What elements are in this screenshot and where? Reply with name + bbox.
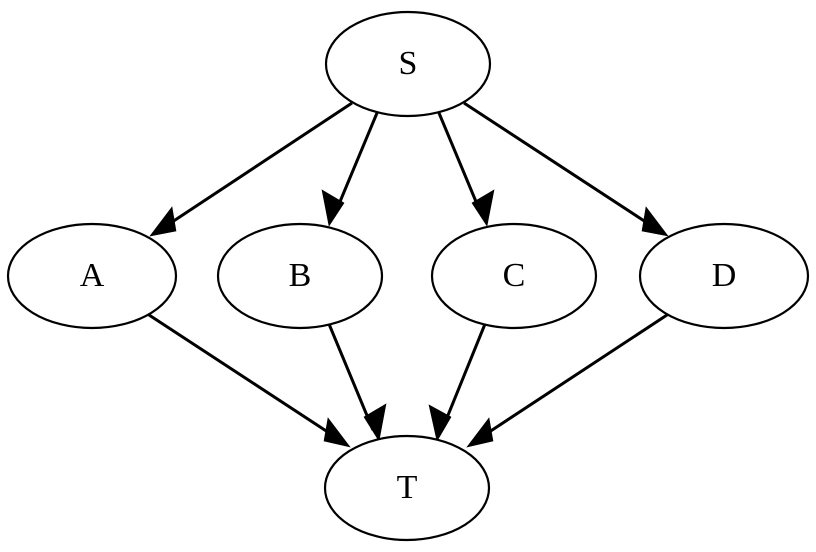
edge-s-to-d-arrowhead (641, 206, 669, 237)
node-b-label: B (289, 257, 312, 294)
node-s-ellipse (324, 10, 492, 118)
edge-s-to-b[interactable] (321, 112, 379, 227)
node-a[interactable]: A (6, 222, 178, 330)
node-c-label: C (503, 257, 526, 294)
edge-a-to-t-arrowhead (323, 417, 351, 448)
node-a-label: A (80, 257, 105, 294)
node-d[interactable]: D (638, 222, 810, 330)
edge-c-to-t-arrowhead (428, 404, 452, 442)
edge-d-to-t-line (476, 311, 671, 442)
edge-s-to-b-line (332, 112, 379, 217)
node-a-ellipse (6, 222, 178, 330)
edge-a-to-t[interactable] (145, 311, 351, 448)
node-t[interactable]: T (323, 434, 491, 542)
edge-c-to-t[interactable] (428, 323, 487, 442)
edges-layer (145, 101, 671, 448)
node-c[interactable]: C (430, 222, 598, 330)
edge-a-to-t-line (145, 311, 341, 442)
edge-s-to-b-arrowhead (321, 189, 345, 227)
edge-d-to-t[interactable] (466, 311, 671, 448)
edge-s-to-c-line (437, 112, 484, 217)
edge-s-to-a-arrowhead (149, 206, 177, 237)
node-b[interactable]: B (216, 222, 384, 330)
node-s-label: S (399, 45, 418, 82)
node-t-ellipse (323, 434, 491, 542)
edge-s-to-c[interactable] (437, 112, 495, 227)
edge-s-to-a[interactable] (149, 101, 353, 237)
edge-b-to-t[interactable] (327, 323, 387, 442)
node-b-ellipse (216, 222, 384, 330)
edge-c-to-t-line (440, 323, 487, 431)
edge-s-to-d[interactable] (463, 101, 669, 237)
edge-b-to-t-arrowhead (363, 403, 387, 442)
edge-s-to-d-line (463, 101, 659, 232)
nodes-layer: S A B C D T (6, 10, 810, 542)
node-t-label: T (397, 469, 418, 506)
edge-b-to-t-line (327, 323, 375, 431)
edge-d-to-t-arrowhead (466, 417, 494, 448)
node-d-label: D (712, 257, 737, 294)
node-c-ellipse (430, 222, 598, 330)
node-s[interactable]: S (324, 10, 492, 118)
node-d-ellipse (638, 222, 810, 330)
edge-s-to-a-line (159, 101, 353, 232)
edge-s-to-c-arrowhead (471, 189, 495, 227)
